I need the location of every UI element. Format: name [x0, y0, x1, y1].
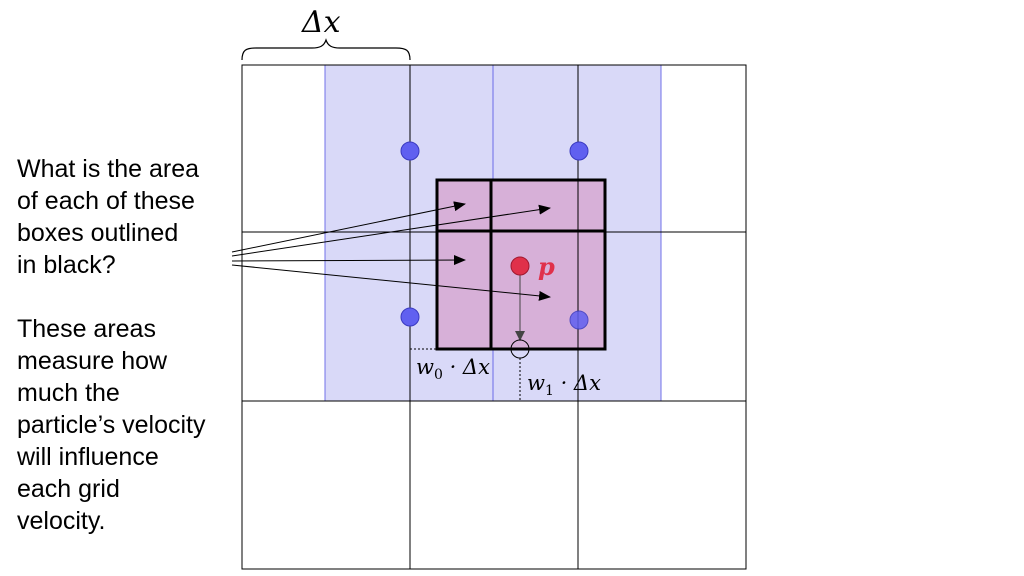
pointer-arrow [231, 264, 551, 301]
pointer-arrow [231, 255, 466, 266]
particle [510, 256, 530, 276]
question-text: What is the area of each of these boxes … [17, 153, 247, 281]
explanation-line: much the [17, 379, 120, 407]
particle-label: p [538, 252, 555, 281]
pointer-arrow [231, 204, 551, 257]
question-line: What is the area [17, 155, 200, 183]
projected-point [510, 339, 530, 359]
w0-label: w0 · Δx [416, 355, 490, 383]
explanation-line: particle’s velocity [17, 411, 206, 439]
delta-x-brace [241, 38, 411, 61]
explanation-text: These areas measure how much the particl… [17, 313, 247, 537]
delta-x-label: Δx [301, 5, 341, 40]
explanation-line: will influence [17, 443, 159, 471]
question-line: of each of these [17, 187, 195, 215]
grid-node [569, 310, 589, 330]
question-line: boxes outlined [17, 219, 179, 247]
grid-node [569, 141, 589, 161]
w1-label: w1 · Δx [527, 371, 601, 399]
explanation-line: These areas [17, 315, 156, 343]
question-line: in black? [17, 251, 116, 279]
grid-node [400, 307, 420, 327]
explanation-line: measure how [17, 347, 168, 375]
explanation-line: each grid [17, 475, 120, 503]
grid-border [241, 64, 747, 570]
grid-node [400, 141, 420, 161]
explanation-line: velocity. [17, 507, 106, 535]
area-box-outline [435, 178, 607, 351]
pointer-arrow [231, 201, 466, 253]
